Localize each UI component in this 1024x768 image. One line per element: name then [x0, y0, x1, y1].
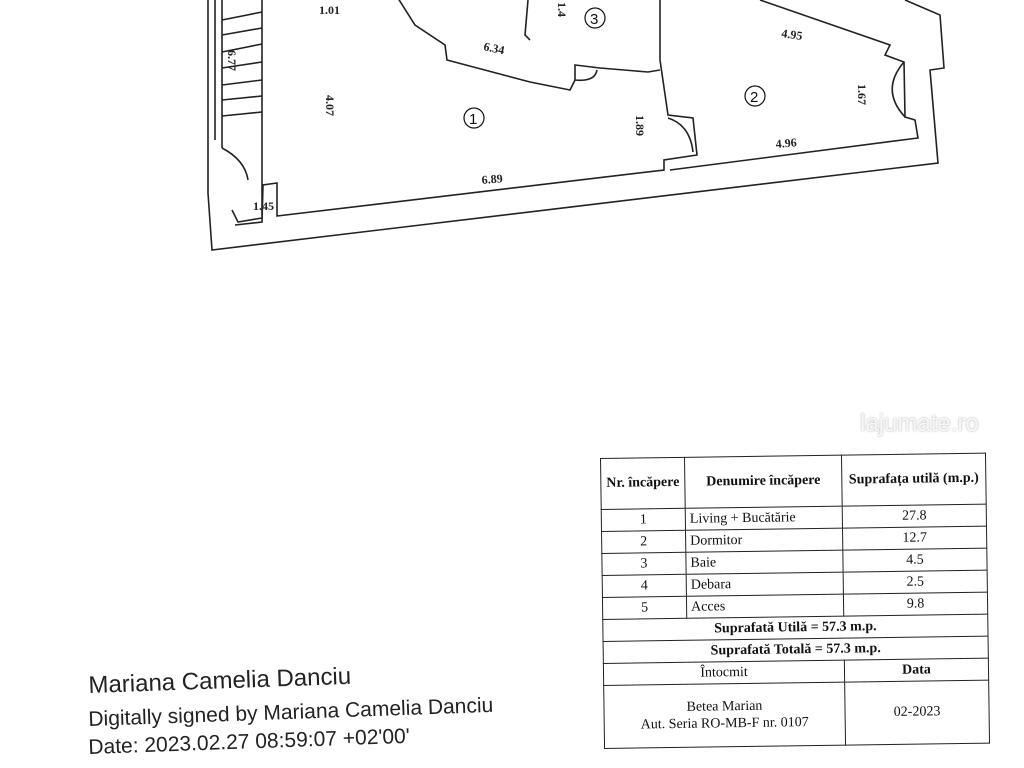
header-area: Suprafața utilă (m.p.) [841, 453, 987, 507]
stairs [214, 0, 263, 148]
footer-row: Betea Marian Aut. Seria RO-MB-F nr. 0107… [603, 680, 990, 749]
room-nr: 1 [601, 508, 686, 532]
door-arcs [221, 61, 906, 181]
room-name: Debara [686, 572, 844, 597]
date-cell: 02-2023 [844, 680, 990, 746]
dim-6: 4.95 [781, 26, 804, 43]
room-nr: 2 [601, 530, 686, 554]
author-cell: Betea Marian Aut. Seria RO-MB-F nr. 0107 [603, 682, 846, 749]
dim-2: 6.77 [225, 50, 239, 71]
room-name: Dormitor [685, 528, 843, 553]
room-nr: 3 [601, 552, 687, 576]
data-label: Data [844, 658, 989, 683]
dim-9: 4.96 [775, 135, 797, 151]
dim-10: 6.89 [481, 171, 503, 187]
floor-plan: 1.01 6.77 4.07 6.34 1.4 4.95 1.67 1.89 4… [207, 0, 945, 251]
room-area: 27.8 [842, 504, 987, 529]
room-nr: 5 [602, 596, 687, 620]
authorization: Aut. Seria RO-MB-F nr. 0107 [640, 715, 809, 733]
room-area: 2.5 [843, 570, 988, 595]
dim-1: 1.01 [319, 3, 340, 17]
room-name: Baie [685, 550, 844, 575]
room-area: 12.7 [842, 526, 987, 551]
header-nr: Nr. încăpere [600, 457, 686, 510]
room-number-1: 1 [469, 111, 477, 128]
room-name: Acces [686, 594, 844, 619]
dim-3: 4.07 [323, 95, 337, 116]
signature-name: Mariana Camelia Danciu [88, 662, 352, 699]
outer-wall [207, 0, 945, 251]
room-number-3: 3 [590, 11, 598, 28]
signature-signed-by: Digitally signed by Mariana Camelia Danc… [88, 693, 494, 731]
dim-5: 1.4 [555, 2, 569, 17]
table-header: Nr. încăpere Denumire încăpere Suprafața… [600, 453, 987, 510]
watermark: lajumate.ro [860, 410, 979, 437]
dim-11: 1.45 [253, 199, 274, 213]
inner-wall [231, 0, 919, 226]
dim-7: 1.67 [855, 84, 869, 105]
dim-8: 1.89 [633, 115, 647, 136]
room-name: Living + Bucătărie [685, 506, 843, 531]
room-area: 9.8 [843, 592, 988, 617]
room-nr: 4 [602, 574, 687, 598]
room-number-2: 2 [750, 89, 758, 106]
header-name: Denumire încăpere [684, 455, 843, 509]
room-area-table: Nr. încăpere Denumire încăpere Suprafața… [600, 453, 990, 749]
bathroom-wall [398, 0, 661, 91]
room-area: 4.5 [842, 548, 988, 573]
dim-4: 6.34 [482, 39, 505, 57]
